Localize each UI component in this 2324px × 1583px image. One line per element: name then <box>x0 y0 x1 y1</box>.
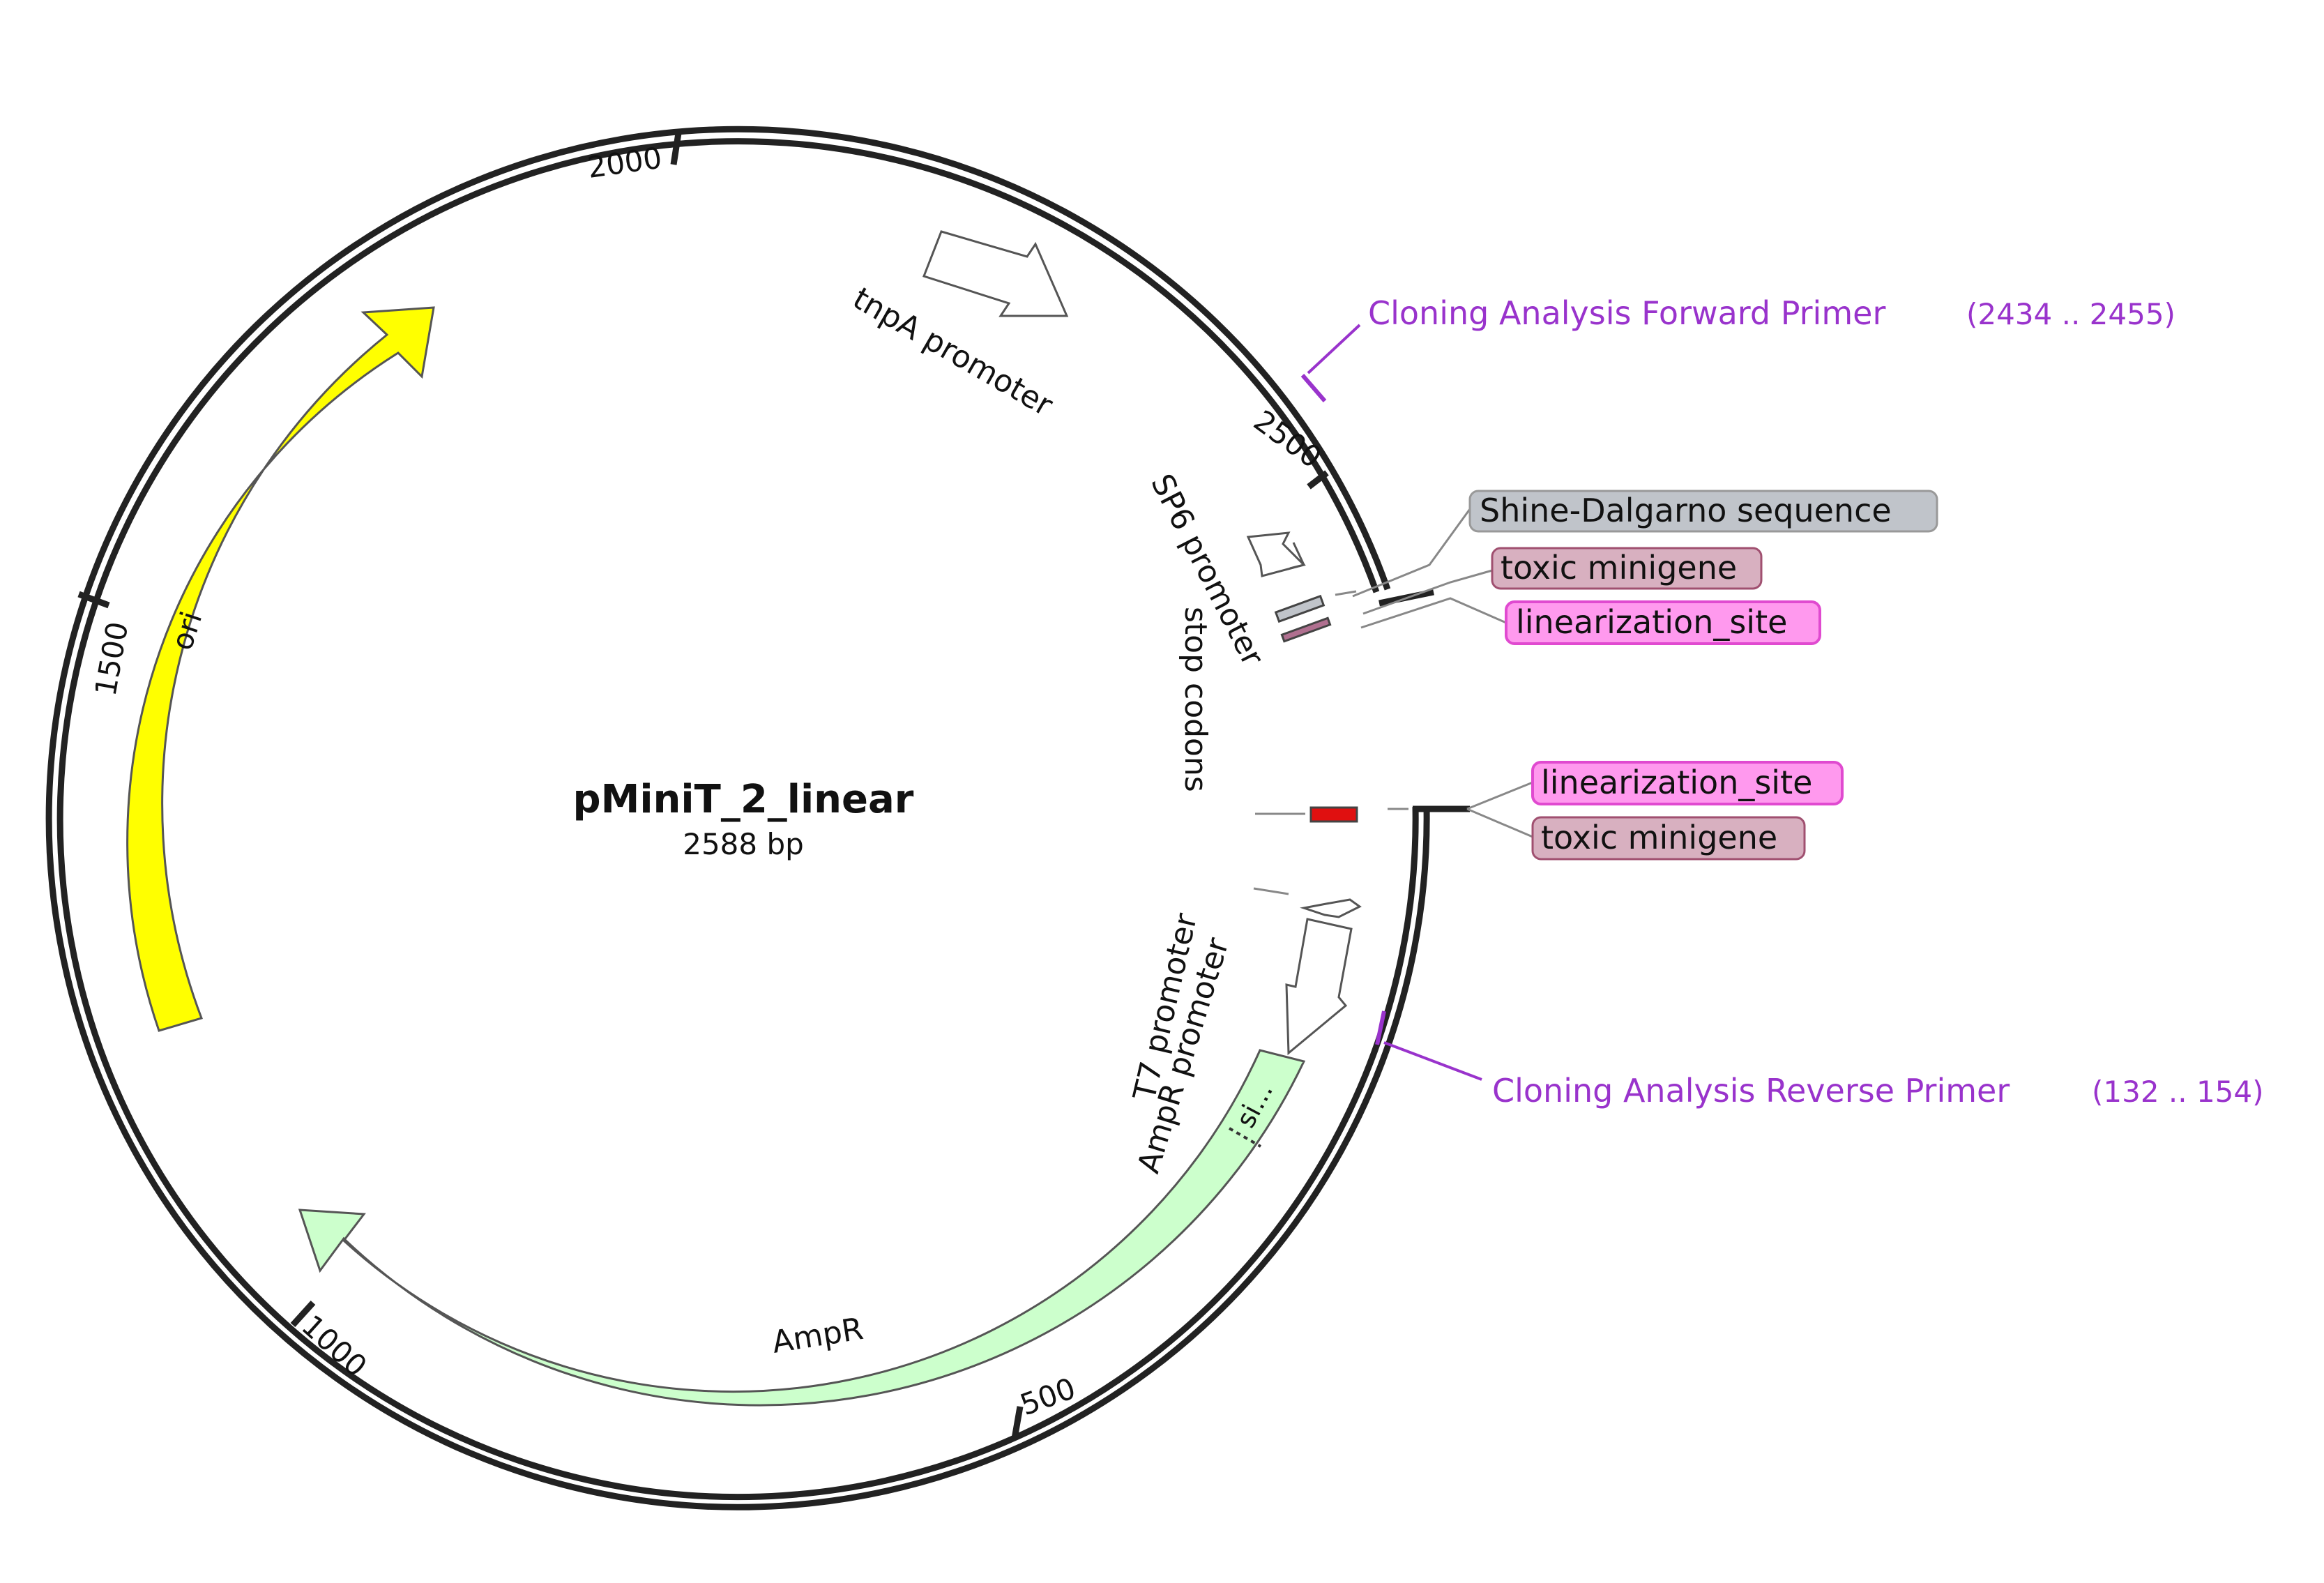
ori-arrow[interactable] <box>126 306 435 1032</box>
tnpA-promoter-arrow[interactable] <box>922 230 1069 317</box>
callout-linearization-site-bottom[interactable]: linearization_site <box>1531 761 1844 805</box>
tick-1500 <box>77 591 110 609</box>
tick-500 <box>1011 1406 1024 1439</box>
shine-dalgarno-feature[interactable] <box>1274 594 1326 623</box>
reverse-primer-mark[interactable] <box>1375 1010 1386 1045</box>
tick-1000 <box>290 1300 316 1328</box>
stop-codons-label: stop codons <box>1178 607 1213 792</box>
callout-toxic-minigene-top-label: toxic minigene <box>1501 549 1737 586</box>
reverse-primer-name: Cloning Analysis Reverse Primer <box>1492 1072 2010 1109</box>
plasmid-size: 2588 bp <box>683 827 804 861</box>
callout-shine-dalgarno-label: Shine-Dalgarno sequence <box>1480 492 1892 529</box>
callout-linearization-site-top[interactable]: linearization_site <box>1505 600 1821 645</box>
t7-promoter-leader <box>1253 887 1289 895</box>
tick-2000 <box>670 132 682 165</box>
toxic-minigene-feature-top[interactable] <box>1280 616 1332 643</box>
tick-label-2000: 2000 <box>586 141 664 185</box>
tick-marks <box>77 132 1470 1439</box>
forward-primer-leader <box>1307 324 1361 374</box>
forward-primer-mark[interactable] <box>1300 374 1327 402</box>
stop-codons-feature[interactable] <box>1309 806 1358 823</box>
signal-sequence-divider <box>1228 1127 1262 1148</box>
callout-toxic-minigene-bottom[interactable]: toxic minigene <box>1531 816 1806 861</box>
sp6-promoter-arrow-head <box>1289 542 1306 570</box>
backbone <box>45 126 1430 1510</box>
callout-toxic-minigene-bottom-label: toxic minigene <box>1541 819 1777 856</box>
ampr-arrow[interactable] <box>298 1049 1306 1407</box>
tick-label-1500: 1500 <box>89 619 135 699</box>
callout-linearization-site-top-label: linearization_site <box>1516 603 1787 641</box>
sp6-promoter-arrow[interactable] <box>1246 531 1306 577</box>
tick-2500 <box>1307 470 1329 490</box>
plasmid-name: pMiniT_2_linear <box>573 777 914 822</box>
callout-leaders-top <box>1335 508 1507 629</box>
callout-linearization-site-bottom-label: linearization_site <box>1541 764 1812 801</box>
t7-promoter-arrow[interactable] <box>1300 898 1362 918</box>
callout-leaders-bottom <box>1388 781 1533 838</box>
reverse-primer-leader <box>1383 1041 1482 1081</box>
tick-label-500: 500 <box>1016 1371 1080 1422</box>
callout-shine-dalgarno[interactable]: Shine-Dalgarno sequence <box>1468 490 1938 533</box>
reverse-primer-range: (132 .. 154) <box>2092 1075 2264 1109</box>
callout-toxic-minigene-top[interactable]: toxic minigene <box>1491 547 1763 590</box>
forward-primer-range: (2434 .. 2455) <box>1966 297 2175 331</box>
forward-primer-name: Cloning Analysis Forward Primer <box>1368 294 1885 332</box>
ampr-label: AmpR <box>770 1311 866 1361</box>
ampr-promoter-arrow[interactable] <box>1285 918 1353 1056</box>
